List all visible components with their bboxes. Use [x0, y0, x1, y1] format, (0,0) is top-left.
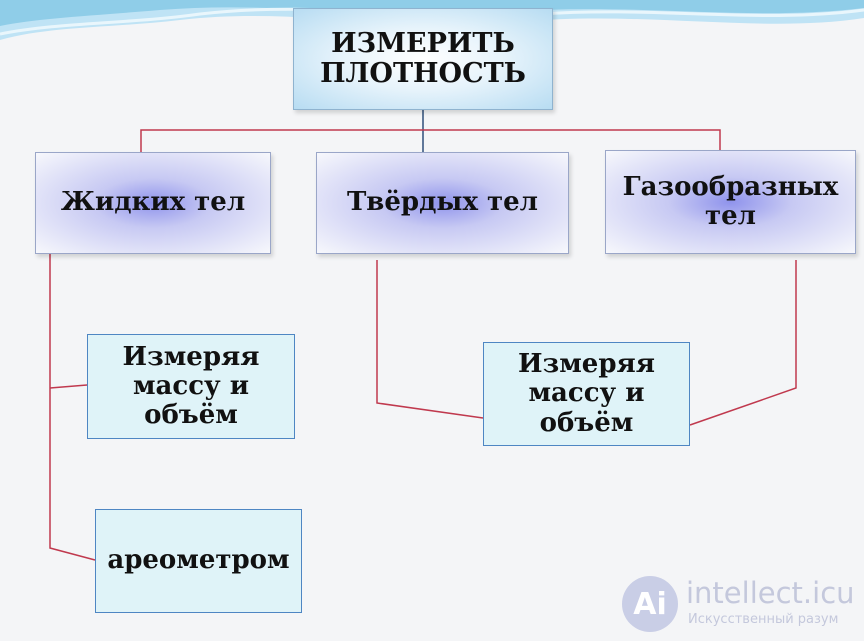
category-solids-label: Твёрдых тел [346, 187, 539, 218]
method-solid-gas-mass-volume: Измеряя массу и объём [483, 342, 690, 446]
root-node-measure-density: ИЗМЕРИТЬ ПЛОТНОСТЬ [293, 8, 553, 110]
method-liquid-mass-volume: Измеряя массу и объём [87, 334, 295, 439]
method-solid-gas-mass-volume-label: Измеряя массу и объём [518, 349, 655, 438]
method-liquid-mass-volume-label: Измеряя массу и объём [122, 341, 260, 431]
connector-liquid-mass-volume [49, 384, 88, 389]
watermark: Ai intellect.icu Искусственный разум [622, 574, 860, 634]
method-hydrometer-label: ареометром [107, 545, 290, 576]
watermark-logo-icon: Ai [622, 576, 678, 632]
connector-gas [689, 260, 797, 426]
connector-category-bar [140, 129, 721, 152]
category-solids: Твёрдых тел [316, 152, 569, 254]
root-node-label: ИЗМЕРИТЬ ПЛОТНОСТЬ [320, 27, 526, 89]
category-gases-label: Газообразных тел [622, 171, 839, 231]
method-hydrometer: ареометром [95, 509, 302, 613]
category-liquids: Жидких тел [35, 152, 271, 254]
watermark-tagline: Искусственный разум [688, 612, 839, 627]
watermark-logo-letter: Ai [633, 586, 667, 622]
category-gases: Газообразных тел [605, 150, 856, 254]
connector-liquid-spine [49, 254, 96, 561]
connector-solid [376, 260, 484, 419]
watermark-name: intellect.icu [686, 576, 855, 610]
category-liquids-label: Жидких тел [60, 187, 246, 218]
